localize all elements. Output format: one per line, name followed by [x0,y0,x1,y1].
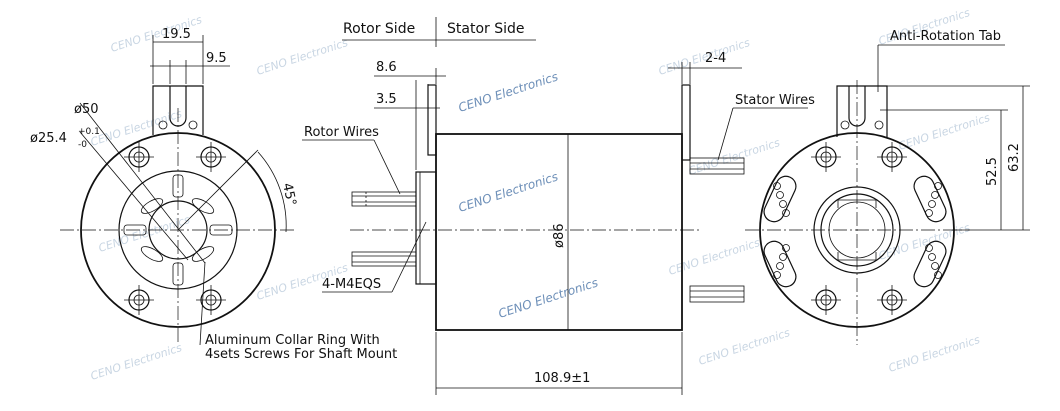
screws-label: 4-M4EQS [322,277,381,292]
watermark: CENO Electronics [497,275,600,320]
rotor-wires [351,191,417,267]
watermark: CENO Electronics [89,341,184,383]
mount-hole [811,142,841,172]
mount-hole [124,285,154,315]
watermark: CENO Electronics [697,326,792,368]
stator-wires [689,157,745,303]
watermark: CENO Electronics [897,111,992,153]
dimension-63-2: 63.2 [1007,143,1022,172]
wire-outlet [913,240,947,288]
anti-rotation-tab-label: Anti-Rotation Tab [890,29,1001,44]
mount-hole [877,142,907,172]
mount-hole [811,285,841,315]
wire-outlet [913,175,947,223]
tolerance-plus: +0.1 [78,127,100,137]
rotor-end-view: 19.5 9.5 ø50 ø25.4 +0.1 -0 45° Aluminum … [30,27,397,362]
collar-ring-label: Aluminum Collar Ring With [205,333,380,348]
watermark: CENO Electronics [457,69,560,114]
watermark: CENO Electronics [457,169,560,214]
tolerance-minus: -0 [78,140,87,150]
dimension-dia-50: ø50 [74,102,99,117]
wire-outlet [763,175,797,223]
mount-hole [196,142,226,172]
stator-end-view: Anti-Rotation Tab 52.5 63.2 [745,29,1030,345]
mount-hole [877,285,907,315]
collar-screws-label: 4sets Screws For Shaft Mount [205,347,397,362]
dimension-19-5: 19.5 [162,27,191,42]
dimension-52-5: 52.5 [985,157,1000,186]
rotor-side-label: Rotor Side [343,21,415,37]
dimension-angle-45: 45° [279,182,298,208]
mount-hole [124,142,154,172]
dimension-dia-86: ø86 [552,224,567,249]
watermark: CENO Electronics [97,213,192,255]
wire-outlet [763,240,797,288]
mount-hole [196,285,226,315]
dimension-3-5: 3.5 [376,92,397,107]
dimension-9-5: 9.5 [206,51,227,66]
dimension-dia-25-4: ø25.4 [30,131,67,146]
side-view: Rotor Side Stator Side [302,17,815,395]
wire-hole-group [140,198,215,262]
dimension-8-6: 8.6 [376,60,397,75]
stator-side-label: Stator Side [447,21,525,37]
watermark: CENO Electronics [255,36,350,78]
dimension-2-4: 2-4 [705,51,726,66]
dimension-length: 108.9±1 [534,371,590,386]
rotor-wires-label: Rotor Wires [304,125,379,140]
stator-wires-label: Stator Wires [735,93,815,108]
watermark: CENO Electronics [887,333,982,375]
watermark: CENO Electronics [687,136,782,178]
